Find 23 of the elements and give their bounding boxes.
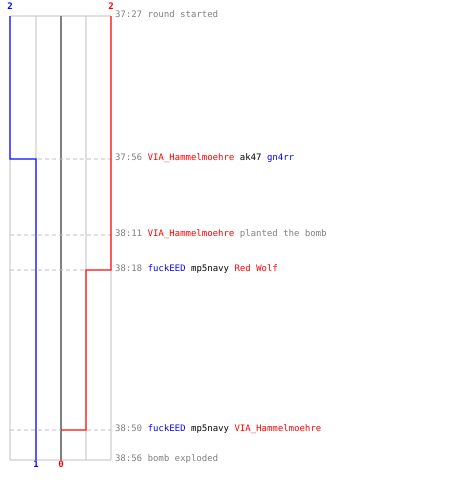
- count-label: 2: [7, 2, 13, 13]
- event-text: planted the bomb: [240, 229, 326, 240]
- weapon-name: ak47: [240, 153, 262, 164]
- timestamp: 38:50: [115, 424, 142, 435]
- weapon-name: mp5navy: [191, 264, 229, 275]
- timestamp: 37:27: [115, 10, 142, 21]
- event-text: bomb exploded: [148, 454, 218, 465]
- count-label: 2: [108, 2, 114, 13]
- count-label: 1: [33, 460, 39, 471]
- count-label: 0: [58, 460, 64, 471]
- event-text: round started: [148, 10, 218, 21]
- timestamp: 38:11: [115, 229, 142, 240]
- timestamp: 38:18: [115, 264, 142, 275]
- player-name: fuckEED: [148, 264, 186, 275]
- weapon-name: mp5navy: [191, 424, 229, 435]
- player-name: fuckEED: [148, 424, 186, 435]
- timestamp: 38:56: [115, 454, 142, 465]
- player-name: VIA_Hammelmoehre: [148, 229, 234, 240]
- timestamp: 37:56: [115, 153, 142, 164]
- player-name: VIA_Hammelmoehre: [148, 153, 234, 164]
- player-name: VIA_Hammelmoehre: [234, 424, 322, 435]
- player-name: Red Wolf: [234, 264, 278, 275]
- player-name: gn4rr: [266, 153, 294, 164]
